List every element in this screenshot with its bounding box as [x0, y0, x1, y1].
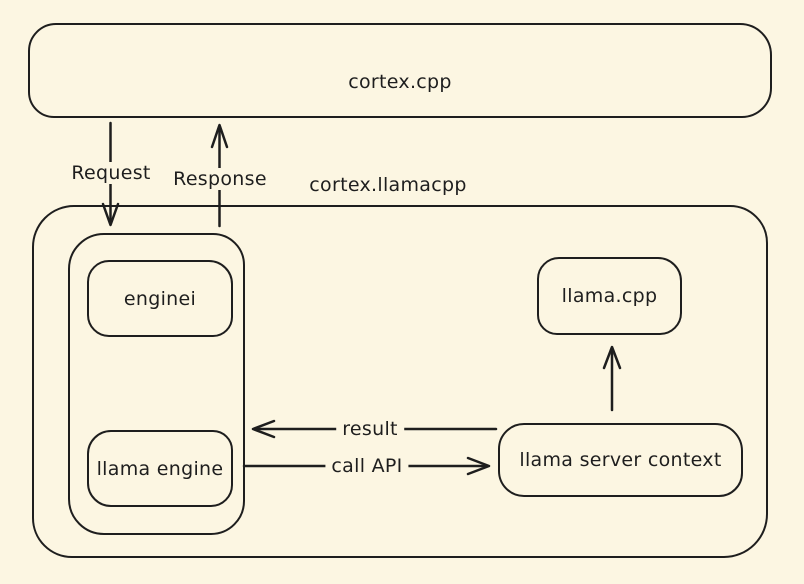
node-cortex-cpp-label: cortex.cpp: [348, 70, 452, 93]
node-engine-group: [68, 233, 245, 535]
node-llama-engine: llama engine: [87, 430, 233, 507]
node-llama-server-context: llama server context: [498, 423, 743, 497]
node-cortex-cpp: cortex.cpp: [28, 23, 772, 118]
node-enginei: enginei: [87, 260, 233, 337]
container-title-cortex-llamacpp: cortex.llamacpp: [309, 174, 467, 196]
call-api-arrow-label: call API: [325, 455, 409, 477]
request-arrow-label: Request: [65, 162, 157, 184]
node-llama-cpp-label: llama.cpp: [561, 285, 658, 307]
node-cortex-llamacpp-container: [32, 205, 768, 558]
response-arrow-label: Response: [167, 168, 273, 190]
result-arrow-label: result: [336, 418, 404, 440]
node-enginei-label: enginei: [123, 287, 197, 310]
node-llama-server-context-label: llama server context: [519, 449, 722, 471]
node-llama-cpp: llama.cpp: [537, 257, 682, 335]
node-llama-engine-label: llama engine: [96, 457, 224, 480]
